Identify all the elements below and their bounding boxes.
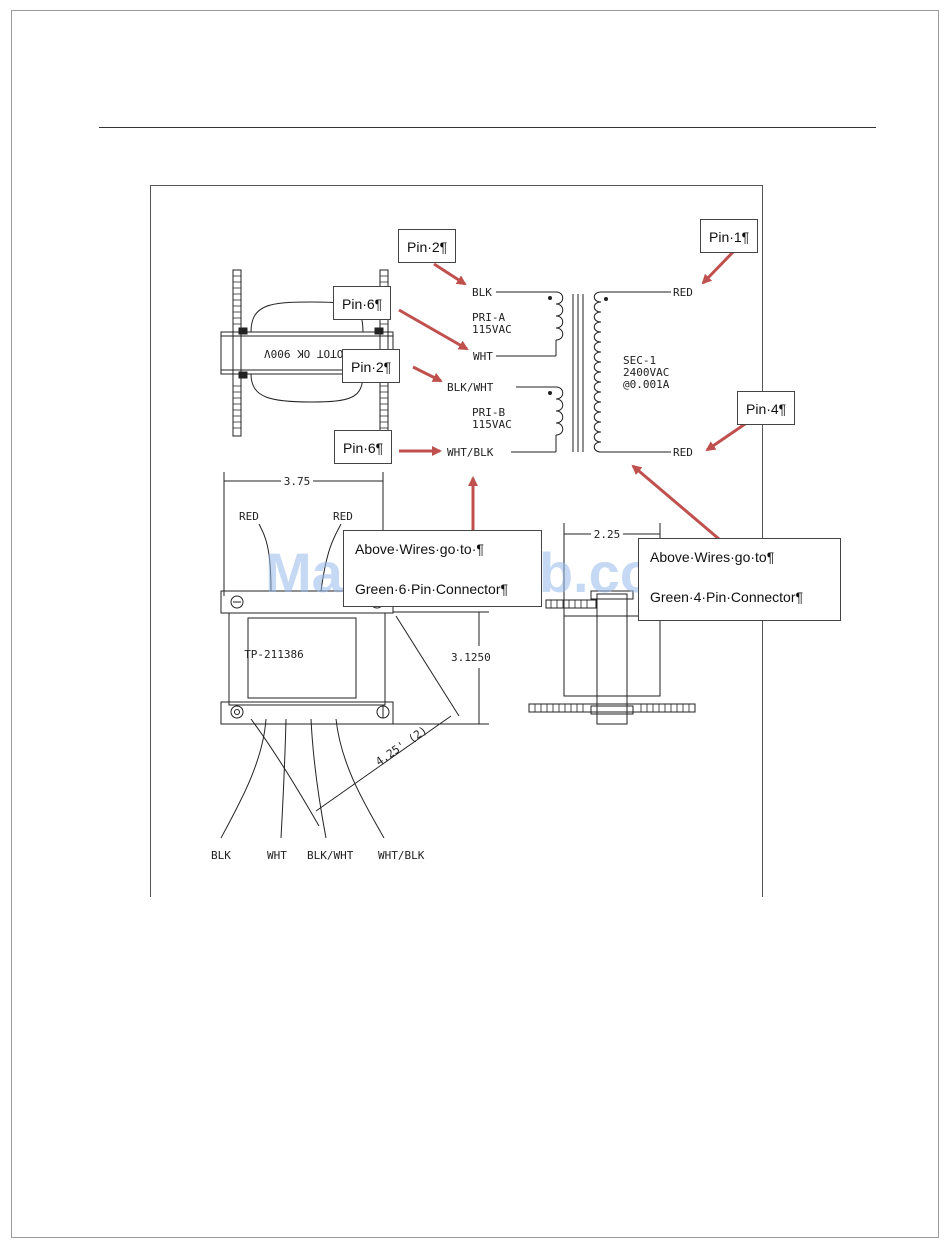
note-6pin-line1: Above·Wires·go·to·¶ [355,541,484,557]
lead-blk: BLK [211,849,231,862]
callout-note-6pin: Above·Wires·go·to·¶ Green·6·Pin·Connecto… [343,530,542,607]
callout-pin4: Pin·4¶ [737,391,796,425]
arrow-pin2-mid [412,365,443,383]
callout-pin6-bottom: Pin·6¶ [334,430,393,464]
pri-a-top-wire: BLK [472,286,492,299]
lead-red-left: RED [239,510,259,523]
side-label: HOTOT OK 900V [264,347,350,360]
note-4pin-line1: Above·Wires·go·to¶ [650,549,775,565]
callout-pin1: Pin·1¶ [700,219,759,253]
header-rule [99,127,876,128]
pri-b-name: PRI-B [472,406,505,419]
note-6pin-line2: Green·6·Pin·Connector¶ [355,581,509,597]
note-4pin-line2: Green·4·Pin·Connector¶ [650,589,804,605]
mount-dimension: 4.25' (2) [373,724,429,769]
lead-whtblk: WHT/BLK [378,849,425,862]
height-dimension: 3.1250 [451,651,491,664]
pri-a-voltage: 115VAC [472,323,512,336]
lead-red-right: RED [333,510,353,523]
sec-name: SEC-1 [623,354,656,367]
callout-note-4pin: Above·Wires·go·to¶ Green·4·Pin·Connector… [638,538,841,621]
depth-dimension: 2.25 [594,528,621,541]
callout-pin6-top: Pin·6¶ [333,286,392,320]
arrow-pin6-top [398,308,469,351]
callout-arrows [398,248,749,541]
sec-bottom-wire: RED [673,446,693,459]
lead-wht: WHT [267,849,287,862]
width-dimension: 3.75 [284,475,311,488]
pri-a-bottom-wire: WHT [473,350,493,363]
arrow-note4 [631,464,720,541]
pri-b-voltage: 115VAC [472,418,512,431]
pri-a-name: PRI-A [472,311,505,324]
arrow-pin4 [705,420,749,452]
callout-pin2-mid: Pin·2¶ [342,349,401,383]
lead-blkwht: BLK/WHT [307,849,354,862]
part-number: TP-211386 [244,648,304,661]
sec-current: @0.001A [623,378,670,391]
callout-pin2-top: Pin·2¶ [398,229,457,263]
sec-top-wire: RED [673,286,693,299]
arrow-pin1 [701,248,737,285]
sec-voltage: 2400VAC [623,366,669,379]
schematic-drawing [496,291,671,453]
pri-b-top-wire: BLK/WHT [447,381,494,394]
pri-b-bottom-wire: WHT/BLK [447,446,494,459]
document-page [11,10,939,1238]
arrow-pin2-top [433,262,467,286]
